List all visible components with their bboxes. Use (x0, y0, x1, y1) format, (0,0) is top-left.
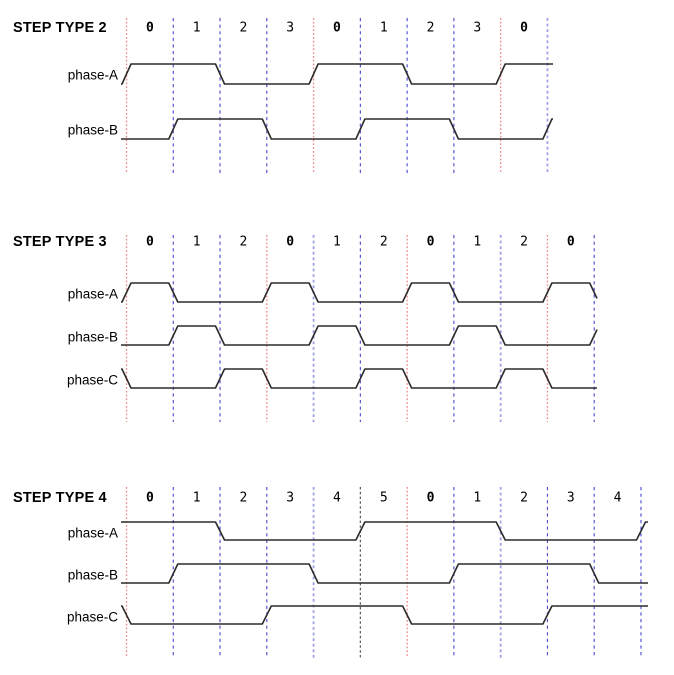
step-number: 1 (473, 234, 482, 250)
waveform-phase-B (121, 118, 553, 140)
step-number: 4 (613, 490, 622, 506)
step-number: 0 (426, 490, 435, 506)
step-number: 1 (192, 20, 201, 36)
step-number: 2 (239, 490, 248, 506)
step-number: 0 (333, 20, 341, 36)
waveform-phase-B (121, 325, 598, 346)
step-number: 5 (379, 490, 388, 506)
phase-c-label: phase-C (66, 609, 118, 624)
step-number: 1 (192, 490, 201, 506)
waveform-phase-A (121, 282, 598, 303)
step-number: 1 (473, 490, 482, 506)
step-number: 1 (192, 234, 201, 250)
step-number: 0 (286, 234, 295, 250)
step-number: 2 (379, 234, 388, 250)
waveform-phase-B (121, 563, 648, 584)
step-number: 0 (426, 234, 435, 250)
step-number: 4 (333, 490, 341, 506)
step-number: 0 (145, 20, 154, 36)
step-number: 1 (379, 20, 388, 36)
waveform-phase-C (121, 368, 597, 389)
step-number: 3 (473, 20, 482, 36)
step-number: 2 (239, 20, 248, 36)
waveform-phase-A (121, 63, 553, 85)
step-number: 3 (286, 490, 295, 506)
step-number: 0 (145, 234, 154, 250)
section-title-step-type-2: STEP TYPE 2 (13, 20, 107, 36)
phase-b-label: phase-B (67, 122, 118, 138)
step-number: 3 (286, 20, 295, 36)
waveform-phase-A (121, 521, 648, 541)
step-number: 2 (520, 234, 528, 250)
phase-a-label: phase-A (67, 525, 118, 540)
step-number: 2 (239, 234, 248, 250)
step-number: 2 (520, 490, 528, 506)
waveform-phase-C (121, 605, 648, 625)
phase-a-label: phase-A (67, 67, 118, 83)
phase-b-label: phase-B (67, 567, 118, 583)
section-title-step-type-4: STEP TYPE 4 (13, 490, 107, 506)
step-number: 3 (566, 490, 575, 506)
step-number: 0 (520, 20, 528, 36)
section-title-step-type-3: STEP TYPE 3 (13, 234, 107, 250)
phase-c-label: phase-C (66, 372, 118, 388)
phase-b-label: phase-B (67, 329, 118, 345)
step-number: 0 (566, 234, 575, 250)
phase-a-label: phase-A (67, 286, 118, 302)
step-number: 0 (145, 490, 154, 506)
step-number: 1 (333, 234, 341, 250)
step-number: 2 (426, 20, 435, 36)
